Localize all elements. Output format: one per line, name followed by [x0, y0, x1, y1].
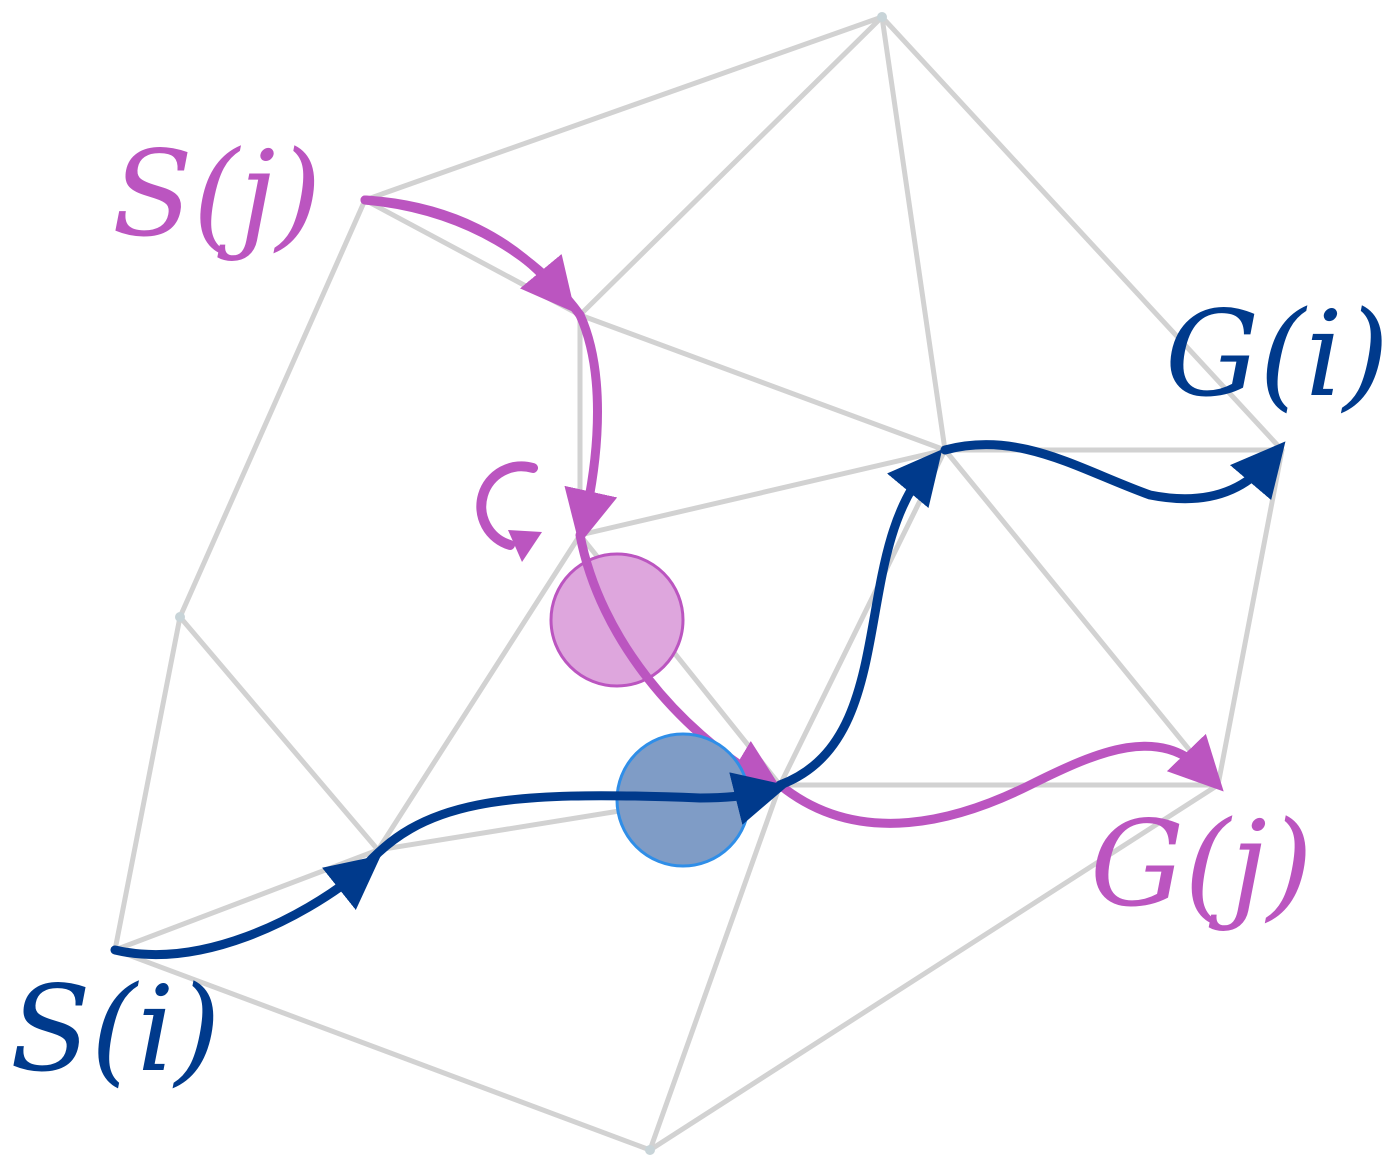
mesh-edge	[112, 947, 653, 1153]
mesh-edge	[577, 14, 885, 318]
mesh-edge	[647, 782, 783, 1153]
agent-i-path	[110, 440, 1286, 959]
mesh-edge	[1215, 447, 1285, 788]
mesh-edge	[362, 14, 885, 203]
mesh-edge	[177, 614, 381, 853]
agent-i-path-segment	[110, 855, 382, 959]
agent-j-path-segment	[775, 733, 1224, 828]
mesh-edge	[577, 312, 948, 453]
start-i-label: S(i)	[10, 960, 221, 1098]
mesh-edge	[362, 197, 583, 318]
mesh-edge	[777, 447, 948, 788]
mesh-edge	[879, 14, 948, 453]
agent-i-path-segment	[355, 772, 789, 877]
goal-j-label: G(j)	[1090, 795, 1313, 933]
mesh-edge	[647, 782, 1221, 1153]
mesh-vertex	[645, 1145, 655, 1155]
agent-j-path-segment	[564, 310, 618, 545]
mesh-vertex	[877, 12, 887, 22]
counterclockwise-circular-arrow-icon	[476, 461, 542, 562]
mesh-edge	[577, 447, 948, 538]
agent-j-path	[360, 195, 1224, 828]
mesh-vertex	[175, 612, 185, 622]
agent-i-path-segment	[940, 440, 1286, 504]
agent-i-path-segment	[775, 449, 943, 790]
agent-j-disk	[549, 552, 685, 688]
mesh-edge	[942, 447, 1221, 788]
mesh-edge	[177, 197, 368, 620]
agent-j-path-segment	[360, 195, 576, 313]
start-j-label: S(j)	[112, 125, 322, 263]
mesh-edge	[879, 14, 1285, 453]
mesh-edge	[375, 532, 583, 853]
mesh-edge	[112, 614, 183, 953]
goal-i-label: G(i)	[1165, 285, 1389, 423]
